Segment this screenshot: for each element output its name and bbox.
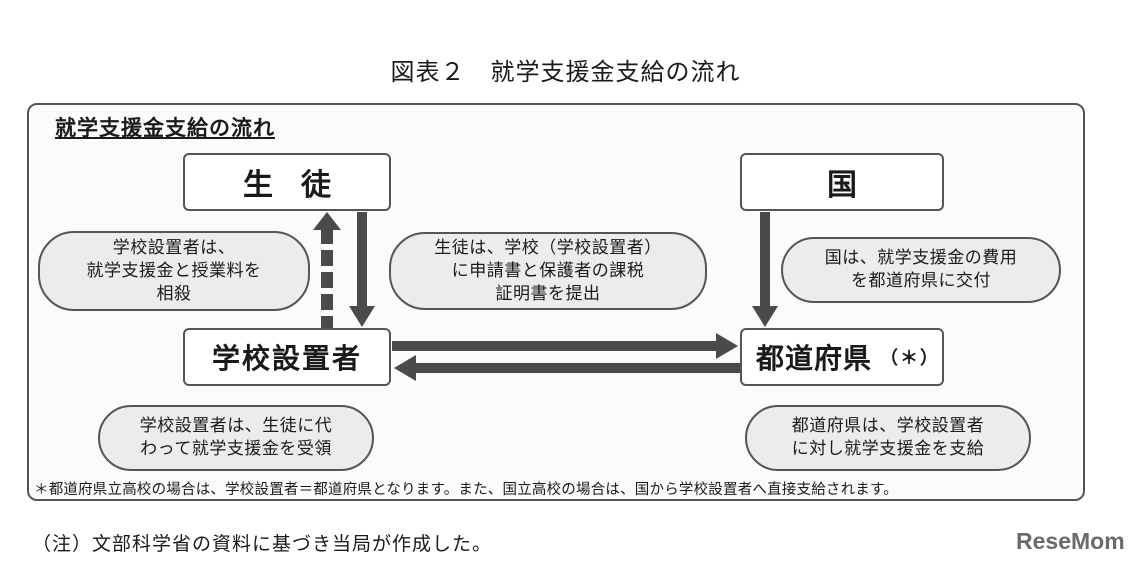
node-student: 生徒: [183, 153, 391, 211]
source-note: （注）文部科学省の資料に基づき当局が作成した。: [32, 533, 493, 555]
figure-title: 図表２ 就学支援金支給の流れ: [390, 58, 741, 86]
bubble-grant: 国は、就学支援金の費用 を都道府県に交付: [781, 237, 1061, 303]
bubble-line: 国は、就学支援金の費用: [824, 248, 1018, 268]
bubble-line: 相殺: [156, 283, 192, 304]
bubble-line: わって就学支援金を受領: [140, 439, 332, 459]
prefecture-footnote-mark: （＊）: [880, 348, 941, 369]
resemom-logo: ReseMom: [1016, 528, 1125, 554]
bubble-line: 学校設置者は、: [112, 237, 236, 258]
bubble-receipt: 学校設置者は、生徒に代 わって就学支援金を受領: [98, 405, 374, 471]
frame-title: 就学支援金支給の流れ: [55, 116, 275, 140]
arrow-student-to-school: [349, 212, 375, 327]
bubble-line: に申請書と保護者の課税: [451, 260, 645, 281]
node-country: 国: [740, 153, 944, 211]
node-prefecture: 都道府県 （＊）: [740, 328, 944, 386]
node-school-founder: 学校設置者: [183, 328, 391, 386]
bubble-line: 証明書を提出: [495, 283, 601, 304]
prefecture-label: 都道府県: [756, 342, 873, 375]
arrow-prefecture-to-school: [394, 355, 740, 381]
footnote: ＊都道府県立高校の場合は、学校設置者＝都道府県となります。また、国立高校の場合は…: [34, 482, 898, 498]
bubble-payment: 都道府県は、学校設置者 に対し就学支援金を支給: [745, 405, 1031, 471]
arrow-school-to-prefecture: [392, 333, 738, 359]
bubble-offset: 学校設置者は、 就学支援金と授業料を 相殺: [38, 231, 310, 311]
bubble-application: 生徒は、学校（学校設置者） に申請書と保護者の課税 証明書を提出: [389, 232, 707, 310]
bubble-line: 就学支援金と授業料を: [86, 260, 262, 281]
bubble-line: 生徒は、学校（学校設置者）: [434, 237, 662, 258]
bubble-line: 学校設置者は、生徒に代: [139, 416, 333, 436]
arrow-country-to-prefecture: [752, 212, 778, 327]
bubble-line: 都道府県は、学校設置者: [791, 416, 985, 436]
arrow-school-to-student: [313, 212, 341, 328]
bubble-line: に対し就学支援金を支給: [791, 439, 985, 459]
bubble-line: を都道府県に交付: [851, 271, 991, 291]
